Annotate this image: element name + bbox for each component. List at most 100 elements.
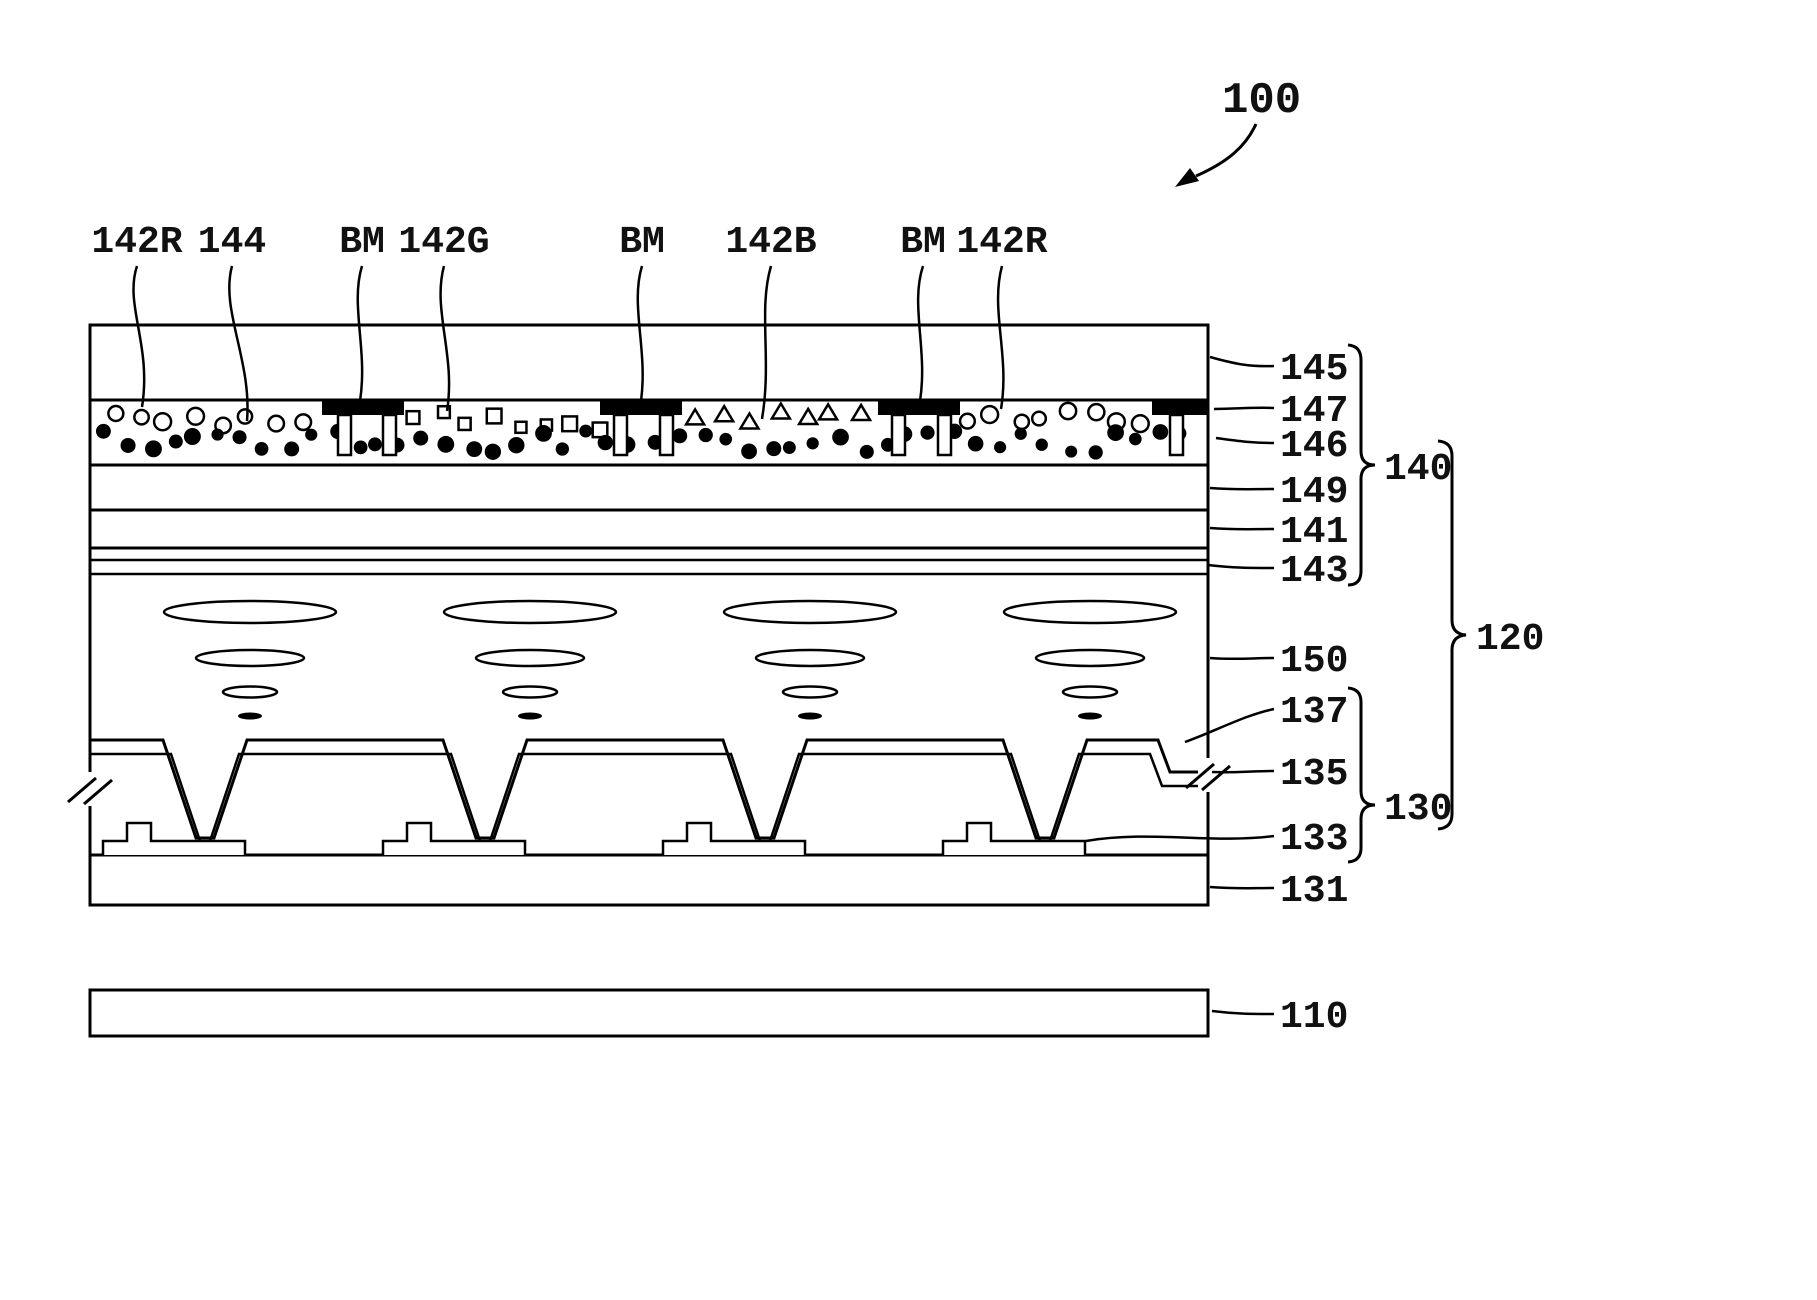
lc-ellipse-dot <box>1078 712 1102 720</box>
color-filter-particles <box>95 401 1187 460</box>
brace-140 <box>1347 343 1376 587</box>
label-130: 130 <box>1384 788 1452 831</box>
leader-BM-3 <box>916 265 925 402</box>
scattering-particle <box>1152 424 1169 440</box>
label-137: 137 <box>1280 691 1348 734</box>
lc-ellipse-large <box>722 599 898 625</box>
brace-130 <box>1347 686 1376 864</box>
scattering-particle <box>183 428 201 445</box>
scattering-particle <box>284 441 300 457</box>
break-zigzag <box>83 778 113 806</box>
substrate-110 <box>88 988 1210 1038</box>
lc-ellipse-small <box>501 685 559 699</box>
black-matrix-bar <box>322 400 404 415</box>
red-filter-particle <box>185 406 206 426</box>
group-braces <box>1347 343 1467 864</box>
scattering-particle <box>508 437 525 454</box>
column-spacer <box>612 413 629 457</box>
scattering-particle <box>782 441 796 454</box>
scattering-particle <box>672 428 688 444</box>
tft-surface-137 <box>90 738 1208 840</box>
tft-island <box>661 821 807 855</box>
leader-BM-1 <box>356 265 364 402</box>
scattering-particle <box>741 443 757 460</box>
green-filter-particle <box>561 415 579 433</box>
leader-135 <box>1211 769 1275 774</box>
scattering-particle <box>413 430 429 446</box>
leader-131 <box>1209 885 1275 890</box>
label-142B: 142B <box>725 221 816 264</box>
blue-filter-particle <box>712 403 736 423</box>
column-spacer <box>336 413 353 457</box>
label-146: 146 <box>1280 425 1348 468</box>
scattering-particle <box>211 428 224 441</box>
red-filter-particle <box>236 408 254 425</box>
red-filter-particle <box>958 412 977 430</box>
lc-ellipse-medium <box>754 648 866 668</box>
scattering-particle <box>832 428 849 446</box>
tft-island <box>101 821 247 855</box>
lc-ellipse-large <box>162 599 338 625</box>
leader-150 <box>1209 656 1275 661</box>
break-mark-left <box>67 772 113 806</box>
scattering-particle <box>698 427 713 443</box>
scattering-particle <box>1014 427 1027 440</box>
red-filter-particle <box>979 404 1000 425</box>
black-matrix-bar <box>1152 400 1208 415</box>
break-zigzag <box>67 776 97 804</box>
scattering-particle <box>967 435 984 452</box>
leader-147 <box>1213 406 1275 411</box>
column-spacer <box>936 413 953 457</box>
lc-ellipse-small <box>1061 685 1119 699</box>
leader-143 <box>1207 563 1275 570</box>
label-149: 149 <box>1280 471 1348 514</box>
label-BM-3: BM <box>900 221 946 264</box>
green-filter-particle <box>514 420 528 435</box>
scattering-particle <box>859 444 874 459</box>
black-matrix-bar <box>878 400 960 415</box>
scattering-particle <box>368 437 382 452</box>
red-filter-particle <box>1058 401 1078 421</box>
leader-142G <box>439 265 451 412</box>
lc-ellipse-dot <box>238 712 262 720</box>
scattering-particle <box>597 434 614 451</box>
column-spacers <box>336 413 1185 457</box>
green-filter-particle <box>436 404 452 420</box>
tft-island <box>381 821 527 855</box>
tft-layer-135 <box>90 752 1208 842</box>
leader-144 <box>228 265 249 422</box>
scattering-particle <box>484 443 502 460</box>
scattering-particle <box>920 425 935 440</box>
leader-142R-right <box>996 265 1005 410</box>
scattering-particle <box>579 424 593 438</box>
lc-ellipse-small <box>221 685 279 699</box>
leader-142B <box>760 265 773 420</box>
lc-ellipse-large <box>442 599 618 625</box>
scattering-particle <box>1088 445 1103 460</box>
green-filter-particle <box>485 407 503 425</box>
top-leader-lines <box>132 265 1005 422</box>
break-zigzag <box>1185 762 1215 790</box>
scattering-particle <box>232 430 247 445</box>
tft-islands-133 <box>101 821 1087 855</box>
scattering-particle <box>1065 445 1078 458</box>
label-144: 144 <box>198 221 266 264</box>
red-filter-particle <box>1130 413 1150 434</box>
label-133: 133 <box>1280 818 1348 861</box>
blue-filter-particle <box>683 406 707 426</box>
label-135: 135 <box>1280 753 1348 796</box>
black-matrix-bar <box>600 400 682 415</box>
scattering-particle <box>168 434 183 449</box>
leader-146 <box>1215 436 1275 445</box>
label-142R-left: 142R <box>91 221 182 264</box>
lc-ellipse-small <box>781 685 839 699</box>
lc-ellipse-stacks <box>162 599 1178 720</box>
brace-120 <box>1437 439 1467 831</box>
red-filter-particle <box>294 413 313 432</box>
right-leader-lines <box>1085 355 1275 1016</box>
column-spacer <box>381 413 398 457</box>
scattering-particle <box>353 440 368 455</box>
green-filter-particle <box>405 409 421 426</box>
label-145: 145 <box>1280 348 1348 391</box>
